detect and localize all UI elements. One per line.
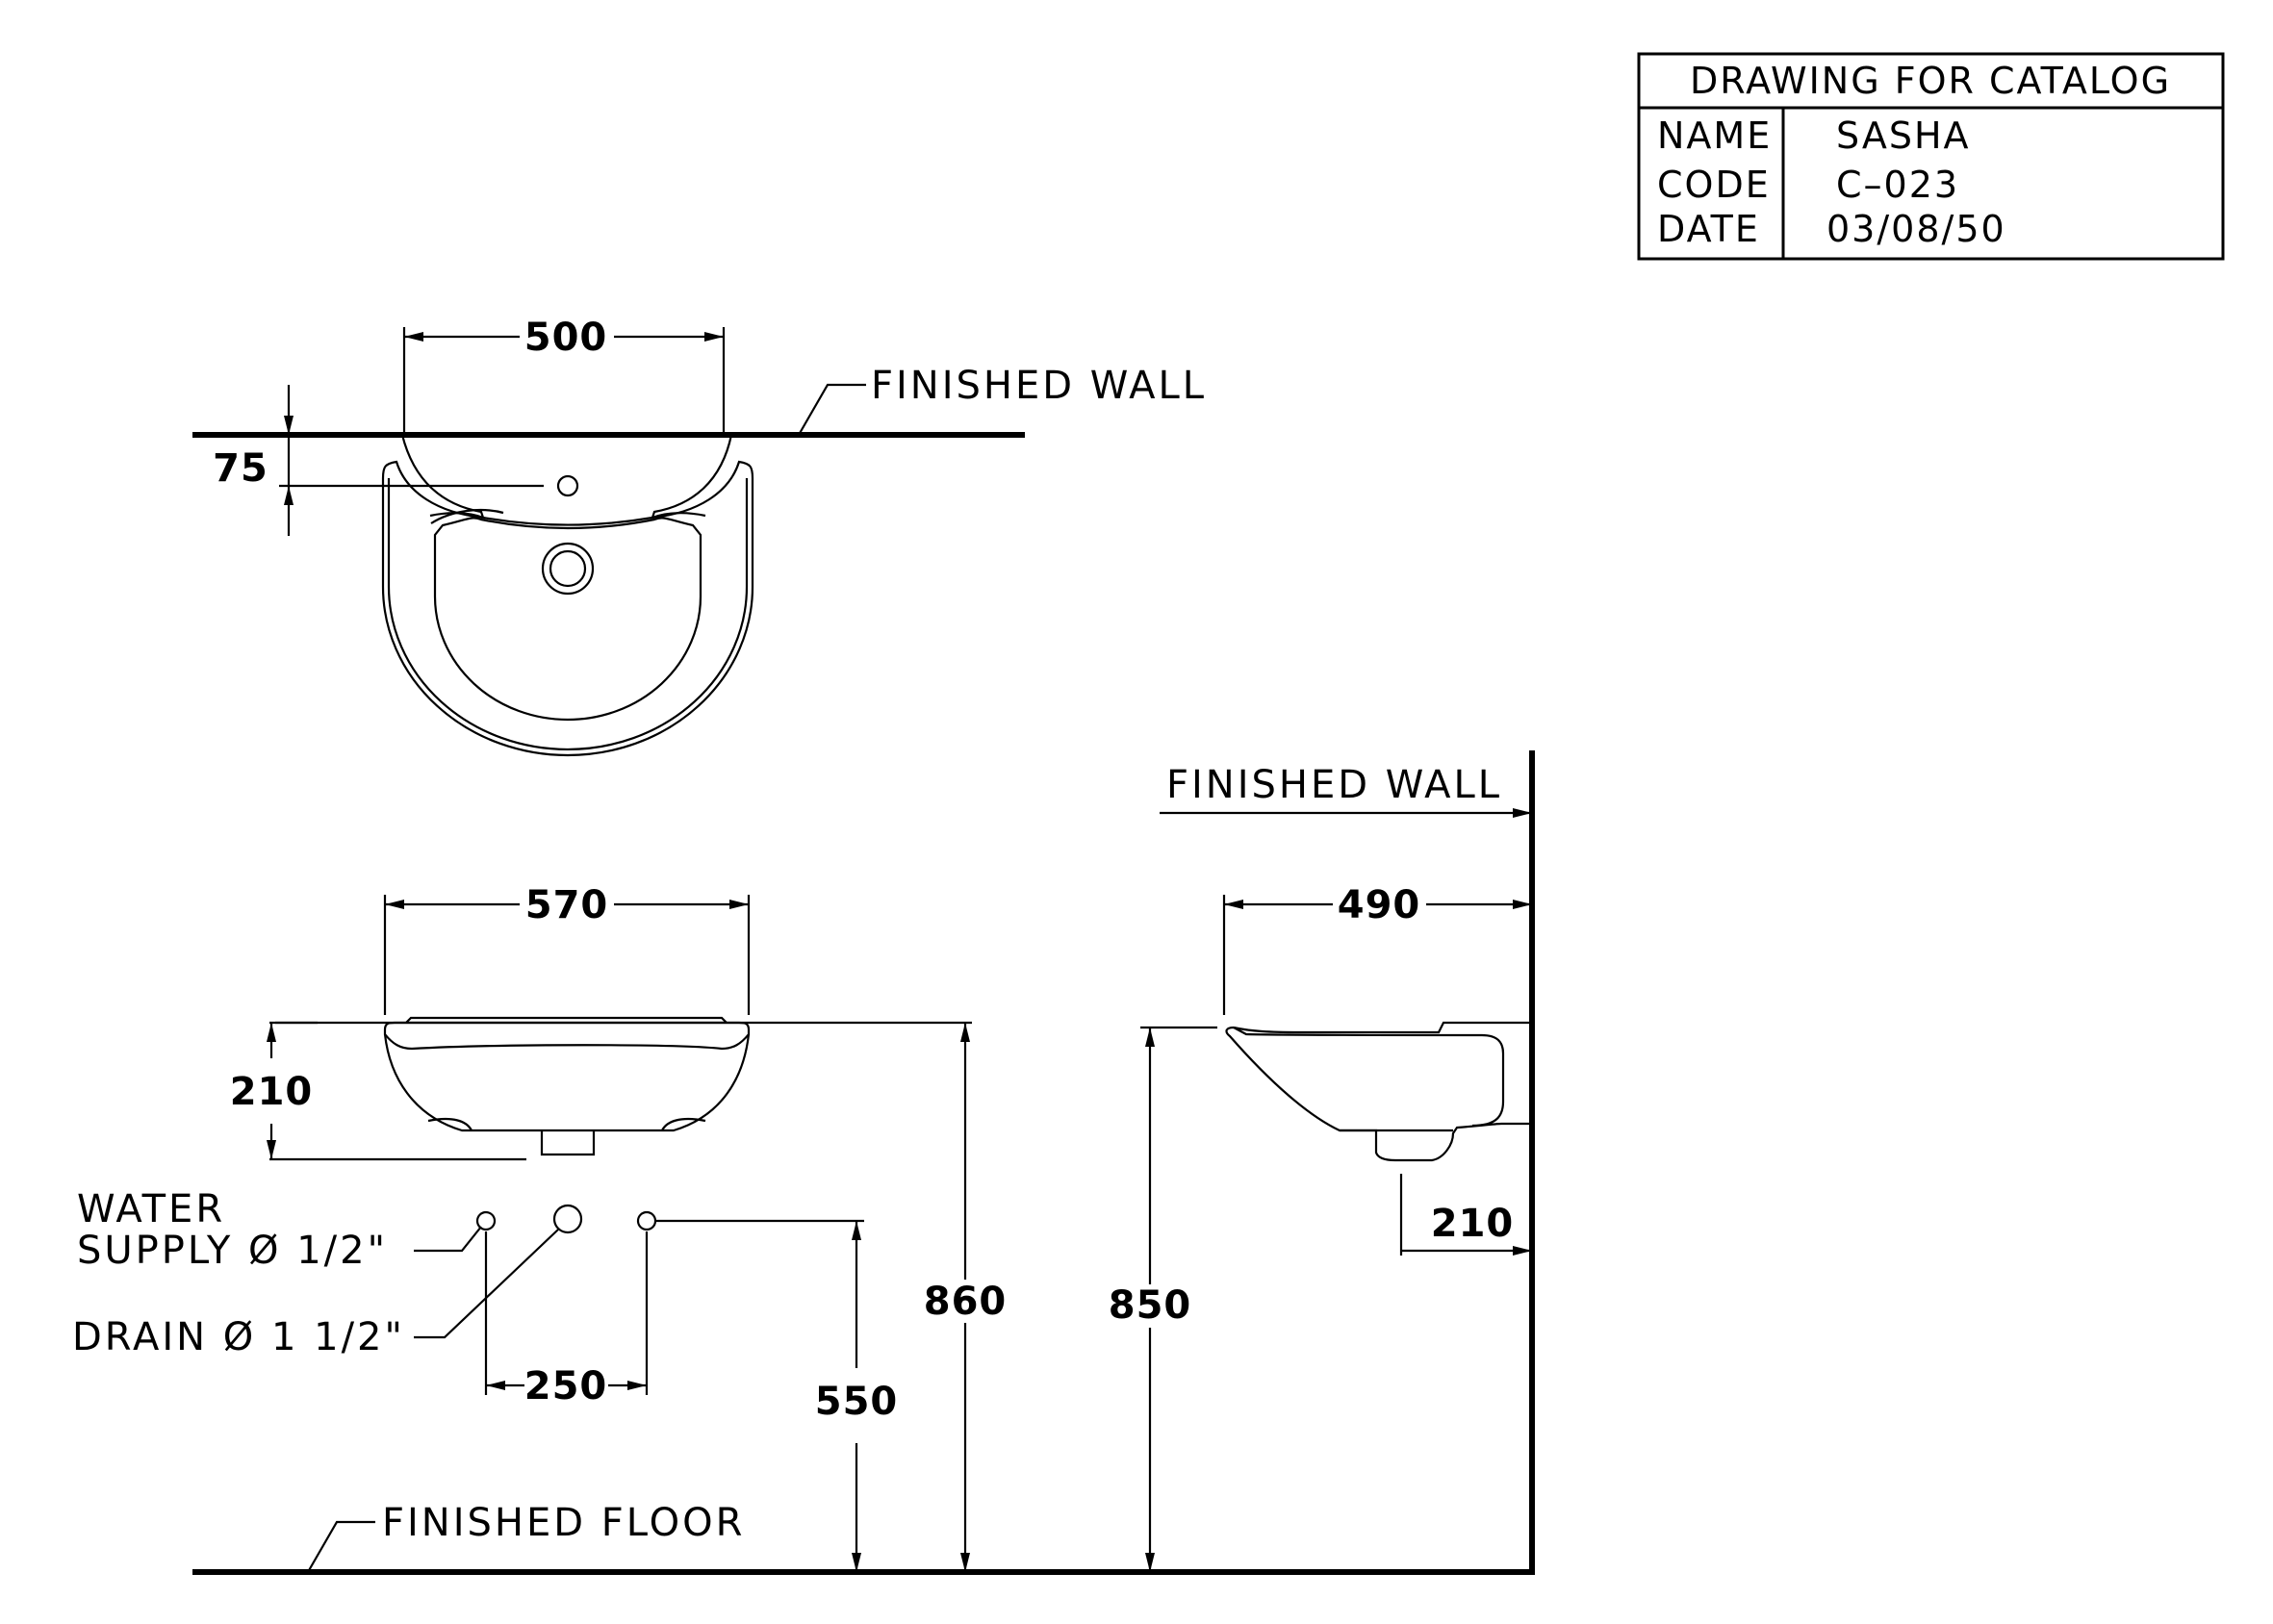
finished-floor-label: FINISHED FLOOR bbox=[382, 1501, 745, 1545]
drain-label: DRAIN Ø 1 1/2" bbox=[72, 1315, 405, 1359]
dim-supply-height: 550 bbox=[815, 1380, 899, 1424]
dim-side-total: 850 bbox=[1109, 1283, 1192, 1328]
dim-front-total: 860 bbox=[924, 1280, 1008, 1324]
dim-plan-width: 500 bbox=[524, 316, 608, 360]
dim-supply-spacing: 250 bbox=[524, 1364, 608, 1408]
side-view: FINISHED WALL 490 210 850 bbox=[1109, 750, 1535, 1575]
water-supply-label-line1: WATER bbox=[77, 1187, 225, 1231]
front-view: 570 210 250 WATER SUPPLY Ø 1/2" DRAIN Ø … bbox=[72, 883, 1008, 1572]
water-supply-label-line2: SUPPLY Ø 1/2" bbox=[77, 1229, 388, 1273]
dim-plan-offset: 75 bbox=[213, 446, 268, 491]
title-name-label: NAME bbox=[1657, 114, 1772, 157]
drain-point bbox=[552, 1204, 583, 1234]
title-code-label: CODE bbox=[1657, 164, 1771, 206]
dim-front-width: 570 bbox=[525, 883, 609, 927]
dim-side-depth: 490 bbox=[1338, 883, 1421, 927]
title-date-value: 03/08/50 bbox=[1826, 208, 2006, 250]
title-code-value: C–023 bbox=[1836, 164, 1959, 206]
side-finished-wall-label: FINISHED WALL bbox=[1166, 763, 1502, 807]
dim-front-height: 210 bbox=[230, 1070, 314, 1114]
title-heading: DRAWING FOR CATALOG bbox=[1690, 60, 2171, 102]
water-supply-right bbox=[636, 1210, 657, 1231]
plan-view: FINISHED WALL 500 75 bbox=[192, 316, 1207, 757]
title-block: DRAWING FOR CATALOG NAME SASHA CODE C–02… bbox=[1637, 52, 2225, 261]
title-date-label: DATE bbox=[1657, 208, 1760, 250]
dim-side-drain: 210 bbox=[1431, 1202, 1515, 1246]
title-name-value: SASHA bbox=[1836, 114, 1971, 157]
floor: FINISHED FLOOR bbox=[192, 1501, 1535, 1575]
plan-finished-wall-label: FINISHED WALL bbox=[871, 364, 1207, 408]
water-supply-left bbox=[475, 1210, 497, 1231]
